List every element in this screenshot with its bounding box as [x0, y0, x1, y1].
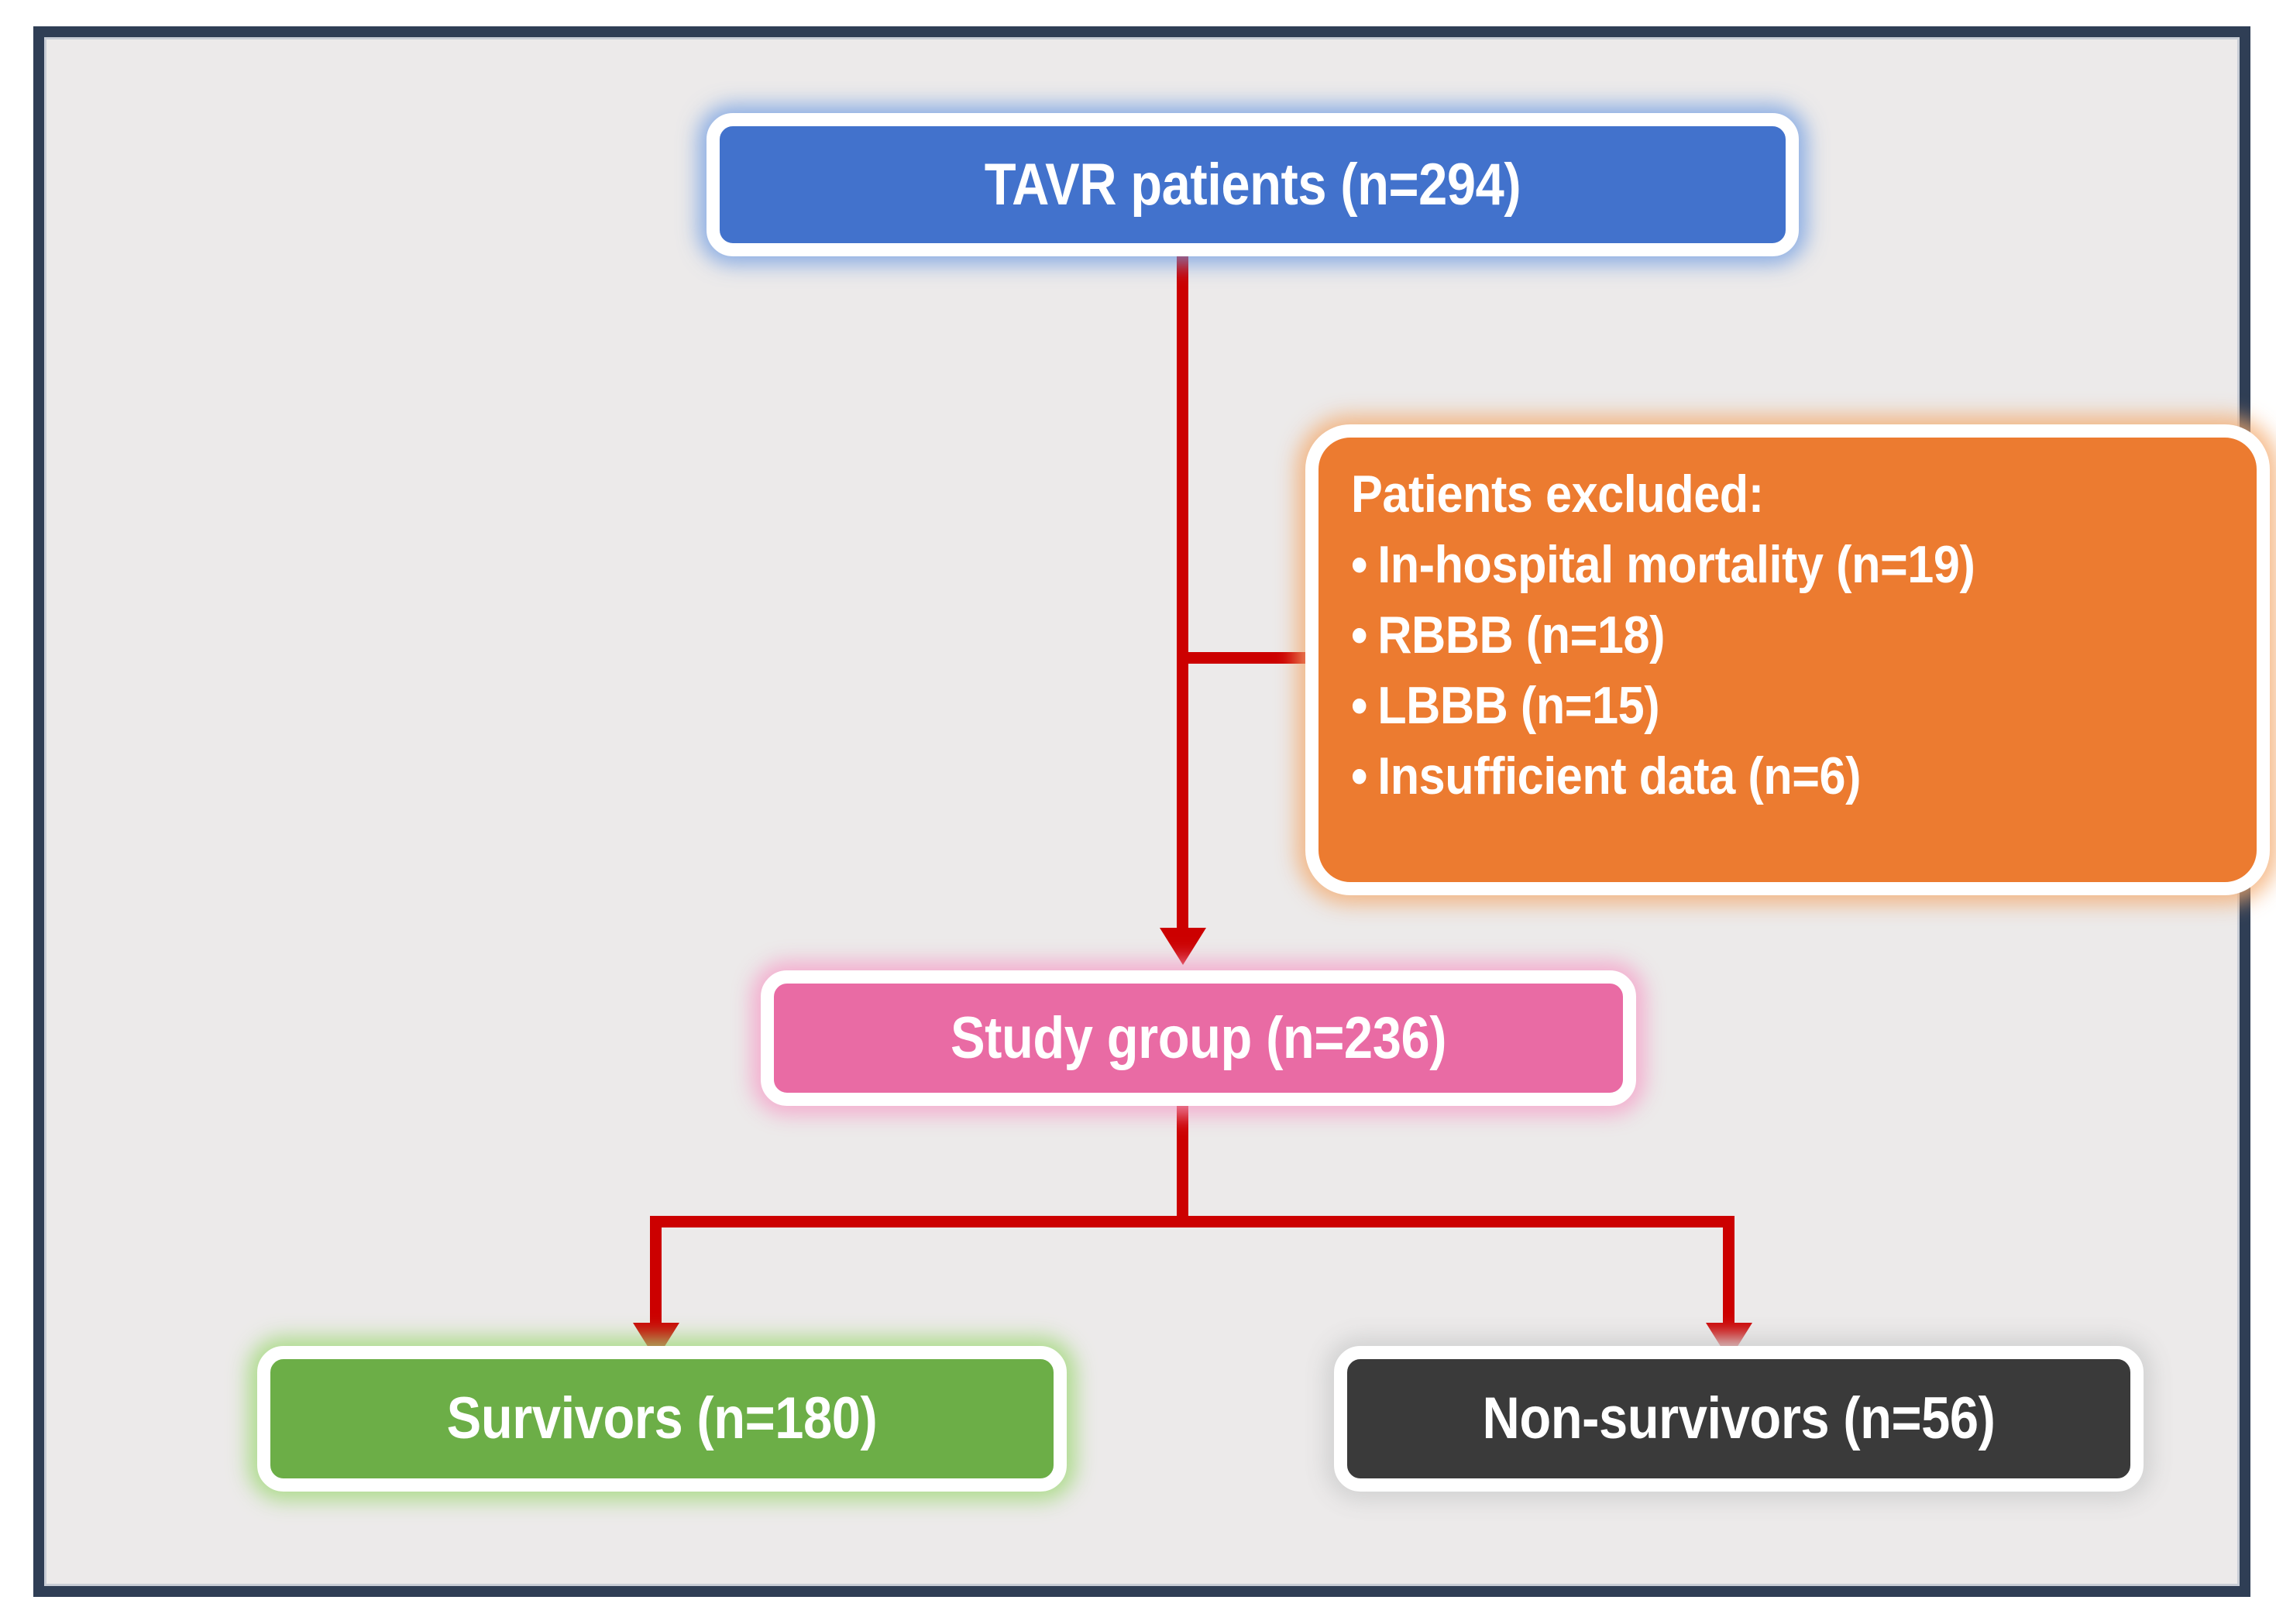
excluded-reason-list: • In-hospital mortality (n=19) • RBBB (n…: [1351, 534, 2166, 806]
connector-branch-to-excluded: [1177, 652, 1338, 664]
node-survivors-label: Survivors (n=180): [446, 1385, 878, 1452]
node-study-group: Study group (n=236): [761, 970, 1636, 1106]
excluded-reason-label: Insufficient data (n=6): [1377, 747, 1862, 805]
figure-frame: TAVR patients (n=294) Patients excluded:…: [33, 26, 2270, 1597]
connector-tavr-to-study-trunk: [1177, 256, 1188, 938]
bullet-icon: •: [1351, 676, 1367, 735]
bullet-icon: •: [1351, 606, 1367, 664]
bullet-icon: •: [1351, 747, 1367, 805]
arrowhead-to-study-group: [1160, 928, 1206, 965]
node-nonsurvivors-label: Non-survivors (n=56): [1482, 1385, 1996, 1452]
list-item: • RBBB (n=18): [1351, 605, 2166, 665]
list-item: • In-hospital mortality (n=19): [1351, 534, 2166, 595]
node-patients-excluded-title: Patients excluded:: [1351, 465, 1764, 524]
excluded-reason-label: RBBB (n=18): [1377, 606, 1665, 664]
node-patients-excluded: Patients excluded: • In-hospital mortali…: [1305, 424, 2270, 895]
connector-to-survivors: [650, 1216, 662, 1332]
connector-horizontal-split: [650, 1216, 1735, 1227]
connector-to-nonsurvivors: [1723, 1216, 1735, 1332]
excluded-reason-label: In-hospital mortality (n=19): [1377, 535, 1975, 594]
bullet-icon: •: [1351, 535, 1367, 594]
list-item: • Insufficient data (n=6): [1351, 746, 2166, 806]
node-tavr-patients: TAVR patients (n=294): [707, 113, 1799, 256]
connector-study-trunk: [1177, 1106, 1188, 1226]
node-survivors: Survivors (n=180): [257, 1346, 1067, 1492]
excluded-reason-label: LBBB (n=15): [1377, 676, 1660, 735]
node-tavr-patients-label: TAVR patients (n=294): [984, 151, 1521, 218]
list-item: • LBBB (n=15): [1351, 675, 2166, 736]
node-nonsurvivors: Non-survivors (n=56): [1334, 1346, 2144, 1492]
node-study-group-label: Study group (n=236): [950, 1004, 1447, 1071]
